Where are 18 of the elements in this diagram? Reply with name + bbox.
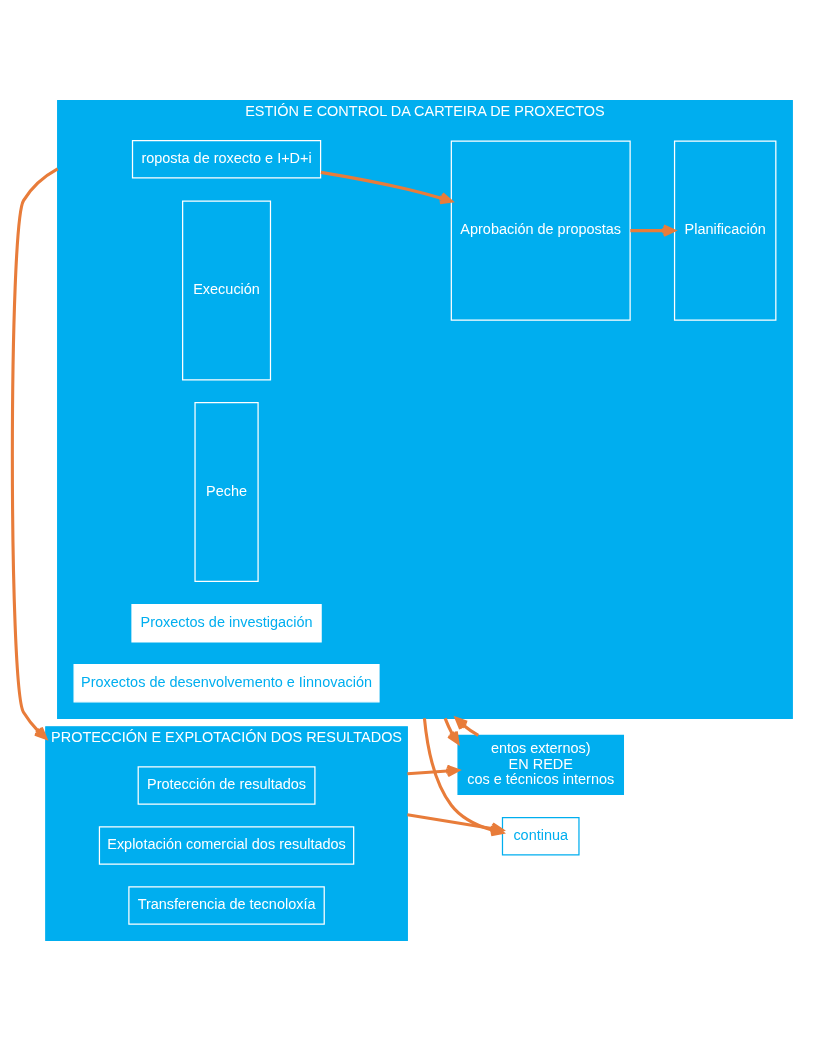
node-box: Protección de resultados	[137, 766, 316, 805]
node-box: entos externos) EN REDE cos e técnicos internos	[457, 734, 624, 795]
node-box: roposta de roxecto e I+D+i	[131, 140, 322, 179]
arrow	[443, 717, 460, 745]
node-box: Execución	[182, 200, 272, 381]
node-box: Aprobación de propostas	[450, 140, 631, 321]
node-box: Planificación	[673, 140, 777, 321]
node-box: continua	[501, 817, 580, 856]
arrow	[320, 170, 453, 205]
node-box: Transferencia de tecnoloxía	[128, 886, 325, 925]
node-box: Peche	[194, 402, 259, 583]
node-box: Proxectos de investigación	[131, 604, 322, 643]
arrow	[454, 716, 480, 737]
arrow	[407, 764, 460, 778]
arrow	[630, 224, 676, 237]
node-box: Proxectos de desenvolvemento e Iinnovación	[73, 664, 380, 703]
arrow	[10, 167, 59, 740]
node-box: Explotación comercial dos resultados	[98, 826, 355, 865]
